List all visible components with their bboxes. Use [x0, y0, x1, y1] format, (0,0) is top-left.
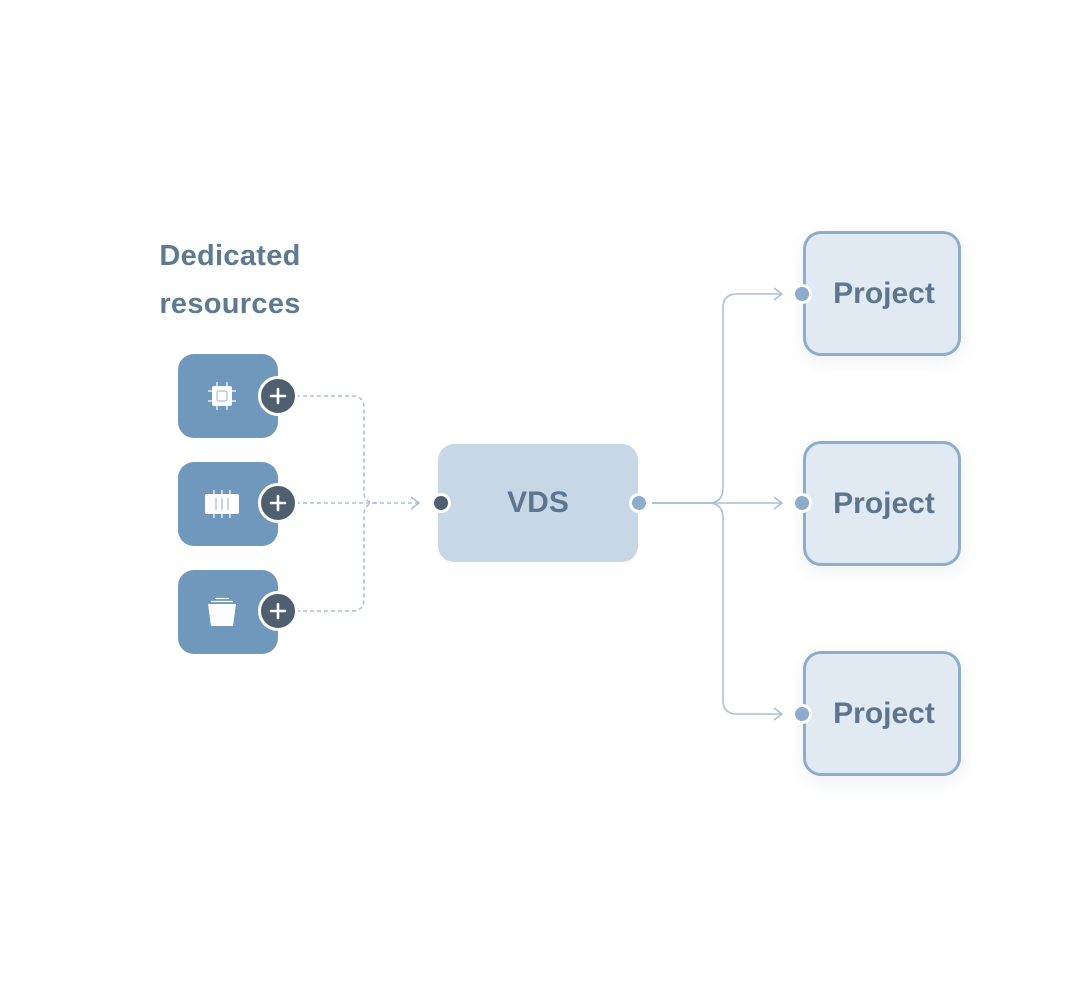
- edge-cpu-to-vds: [296, 395, 377, 504]
- resources-title-line2: resources: [159, 288, 301, 320]
- project-node-2[interactable]: Project: [803, 441, 961, 566]
- project-3-input-port[interactable]: [792, 704, 812, 724]
- edge-vds-to-project-1: [652, 293, 782, 504]
- project-label: Project: [833, 486, 935, 520]
- resources-title: Dedicated resources: [150, 232, 310, 328]
- project-label: Project: [833, 276, 935, 310]
- vds-label: VDS: [507, 486, 569, 519]
- arrowhead-project-1: [773, 287, 784, 301]
- add-ram-button[interactable]: [258, 483, 298, 523]
- cpu-chip-icon: [208, 382, 236, 410]
- project-label: Project: [833, 696, 935, 730]
- plus-icon: [269, 387, 287, 405]
- vds-output-port[interactable]: [629, 493, 649, 513]
- plus-icon: [269, 602, 287, 620]
- add-storage-button[interactable]: [258, 591, 298, 631]
- project-node-1[interactable]: Project: [803, 231, 961, 356]
- arrowhead-vds-in: [410, 496, 421, 510]
- arrowhead-project-3: [773, 707, 784, 721]
- resources-title-line1: Dedicated: [159, 240, 301, 272]
- arrowhead-project-2: [773, 496, 784, 510]
- project-node-3[interactable]: Project: [803, 651, 961, 776]
- vds-node[interactable]: VDS: [438, 444, 638, 562]
- edge-vds-to-project-3: [652, 502, 782, 715]
- add-cpu-button[interactable]: [258, 376, 298, 416]
- memory-module-icon: [205, 490, 239, 518]
- edge-storage-to-vds: [296, 502, 377, 612]
- plus-icon: [269, 494, 287, 512]
- storage-disk-icon: [208, 597, 236, 626]
- vds-input-port[interactable]: [431, 493, 451, 513]
- project-2-input-port[interactable]: [792, 493, 812, 513]
- project-1-input-port[interactable]: [792, 284, 812, 304]
